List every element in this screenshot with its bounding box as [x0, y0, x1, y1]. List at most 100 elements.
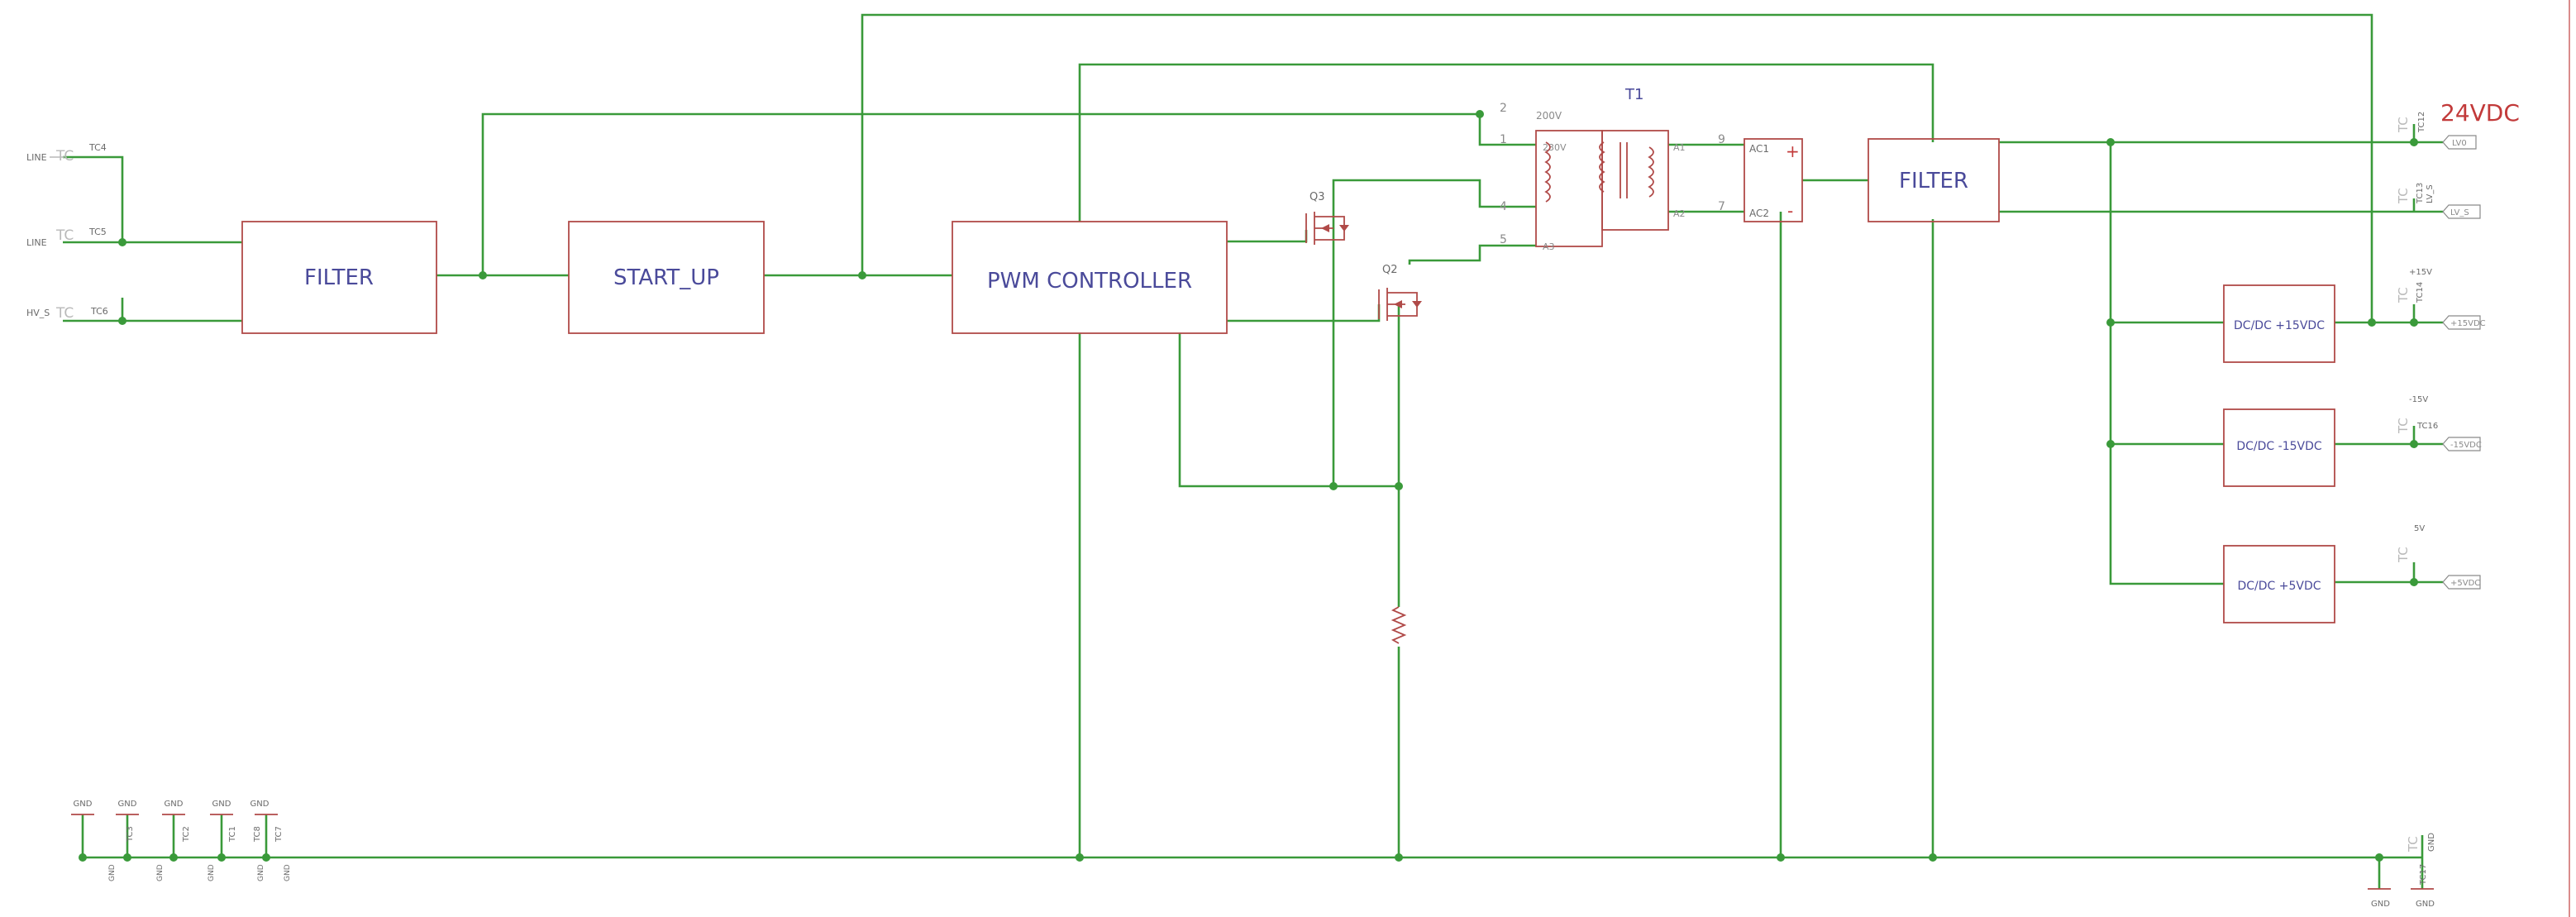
junction [479, 271, 487, 279]
tc-label: TC [2396, 188, 2411, 204]
net-label: LINE [26, 152, 47, 163]
wire-top-loop-1 [481, 112, 1481, 275]
junction [118, 238, 126, 246]
test-point-label: TC2 [182, 826, 191, 843]
filter-input-block[interactable]: FILTER [241, 221, 437, 334]
output-voltage-label: 24VDC [2440, 99, 2520, 127]
input-terminals: LINE TC TC4 LINE TC TC5 HV_S TC TC6 [26, 142, 108, 322]
port-label: -15VDC [2450, 441, 2482, 450]
tx-pin-4: 4 [1500, 200, 1507, 213]
port-flag-icon [2442, 135, 2477, 150]
wire-line-tc4 [63, 155, 124, 242]
gnd-symbol[interactable]: GND TC3 GND [116, 800, 165, 881]
bridge-plus: + [1786, 141, 1800, 161]
junctions [79, 110, 2418, 862]
dcdc-p5-block[interactable]: DC/DC +5VDC [2223, 545, 2335, 623]
resistor-icon [1391, 606, 1407, 644]
tx-pin-1: 1 [1500, 133, 1507, 146]
gnd-label: GND [208, 864, 216, 881]
junction [1476, 110, 1484, 118]
tc-label: TC [2396, 117, 2411, 133]
junction [2106, 138, 2115, 146]
primary-coil-icon [1544, 141, 1551, 203]
wire-top-loop-2 [1078, 63, 1934, 222]
output-terminal-tc13[interactable]: TC TC13 LV_S LV_S [2396, 183, 2481, 219]
output-terminal-tc16[interactable]: -15V TC TC16 -15VDC [2396, 395, 2482, 451]
transformer-t1[interactable]: T1 200V 1 2 4 5 7 9 230V A1 A2 A3 [1500, 86, 1725, 252]
net-label: +15V [2409, 268, 2432, 277]
tx-pin-2: 2 [1500, 102, 1507, 115]
gnd-symbol[interactable]: GND TC1 GND [210, 800, 265, 881]
junction [1076, 853, 1084, 862]
wire-pwm-q3 [1227, 230, 1308, 243]
gnd-label: GND [156, 864, 165, 881]
bridge-ac1: AC1 [1749, 143, 1769, 155]
terminal-ref: TC6 [90, 306, 108, 317]
bridge-rectifier[interactable]: AC1 AC2 + - [1744, 138, 1803, 222]
tc-label: TC [2396, 287, 2411, 303]
terminal-ref: TC13 [2416, 183, 2425, 204]
junction [262, 853, 270, 862]
gnd-symbol[interactable]: GND TC2 GND [162, 800, 216, 881]
net-label: LV_S [2426, 184, 2435, 203]
junction [2410, 138, 2418, 146]
test-point-label: TC7 [274, 826, 284, 843]
tx-pin-5: 5 [1500, 233, 1507, 246]
tc-label: TC [2396, 418, 2411, 434]
mosfet-q2[interactable]: Q2 [1378, 264, 1422, 321]
dcdc-m15-block[interactable]: DC/DC -15VDC [2223, 408, 2335, 487]
startup-block[interactable]: START_UP [568, 221, 765, 334]
input-terminal-tc4[interactable]: LINE TC TC4 [26, 142, 107, 165]
junction [2106, 440, 2115, 448]
terminal-ref: TC4 [88, 142, 107, 153]
sense-resistor[interactable] [1391, 606, 1407, 647]
terminal-ref: TC14 [2416, 282, 2425, 303]
output-terminal-5v[interactable]: 5V TC +5VDC [2396, 524, 2481, 590]
filter-output-block[interactable]: FILTER [1868, 138, 2000, 222]
transformer-ref: T1 [1624, 86, 1643, 103]
net-label: 5V [2414, 524, 2425, 533]
gnd-label: GND [257, 864, 265, 881]
tx-label-a1: A1 [1673, 142, 1686, 153]
gnd-symbol[interactable]: GND TC8 TC7 GND [250, 800, 292, 881]
tx-label-a2: A2 [1673, 208, 1686, 219]
dcdc-p5-label: DC/DC +5VDC [2237, 580, 2321, 593]
tc-label: TC [55, 227, 74, 244]
gnd-symbol[interactable]: GND GND [71, 800, 117, 881]
junction [1929, 853, 1937, 862]
wire-tx-pin4 [1332, 179, 1536, 230]
gnd-label: GND [108, 864, 117, 881]
gnd-symbol-right[interactable]: GND GND TC GND TC17 [2368, 833, 2436, 909]
gnd-label: GND [74, 800, 93, 809]
dcdc-p15-block[interactable]: DC/DC +15VDC [2223, 284, 2335, 363]
wire-tx-pin5 [1408, 244, 1536, 265]
terminal-ref: TC16 [2416, 422, 2438, 431]
input-terminal-tc5[interactable]: LINE TC TC5 [26, 227, 107, 248]
pwm-controller-block[interactable]: PWM CONTROLLER [952, 221, 1228, 334]
dcdc-m15-label: DC/DC -15VDC [2236, 440, 2322, 453]
mosfet-arrow-icon [1321, 224, 1329, 232]
mosfet-q3[interactable]: Q3 [1305, 191, 1349, 245]
secondary-coil-icon [1648, 146, 1654, 198]
port-flag-icon [2442, 315, 2481, 330]
tx-pin-7: 7 [1718, 200, 1725, 213]
input-terminal-tc6[interactable]: HV_S TC TC6 [26, 305, 108, 322]
tx-label-230v: 230V [1543, 142, 1567, 153]
port-label: +15VDC [2450, 319, 2486, 328]
junction [169, 853, 178, 862]
gnd-label: GND [250, 800, 270, 809]
output-terminal-tc14[interactable]: +15V TC TC14 +15VDC [2396, 268, 2486, 330]
port-flag-icon [2442, 437, 2481, 451]
bridge-ac2: AC2 [1749, 208, 1769, 219]
wires [63, 13, 2443, 889]
pwm-controller-label: PWM CONTROLLER [987, 269, 1192, 294]
junction [2410, 318, 2418, 327]
junction [858, 271, 866, 279]
mosfet-arrow-icon [1394, 300, 1402, 308]
tc-label: TC [2406, 836, 2421, 853]
junction [2106, 318, 2115, 327]
junction [2368, 318, 2376, 327]
output-terminal-tc12[interactable]: TC TC12 LV0 [2396, 112, 2477, 150]
gnd-label: GND [2427, 833, 2436, 852]
